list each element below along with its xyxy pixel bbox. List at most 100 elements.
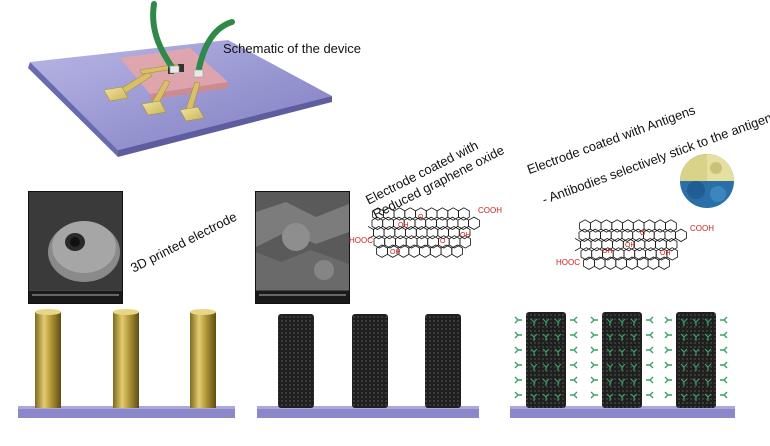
- antibody-marker: [542, 333, 550, 341]
- antibody-marker: [720, 316, 728, 324]
- antibody-marker: [630, 348, 638, 356]
- antigen-rgo-structure: [575, 212, 715, 292]
- inlet-tube: [150, 1, 177, 73]
- sem-image-rgo: [255, 191, 350, 304]
- antibody-marker: [530, 378, 538, 386]
- antibody-marker: [646, 331, 654, 339]
- antibody-marker: [606, 333, 614, 341]
- hex-ring: [382, 207, 395, 221]
- antigen-rgo-hex-lattice: [575, 219, 687, 270]
- antibody-marker: [606, 318, 614, 326]
- antibody-marker: [618, 378, 626, 386]
- antibody-marker: [590, 346, 598, 354]
- hex-ring: [612, 237, 624, 252]
- antibody-marker: [704, 318, 712, 326]
- stage-antigen-electrodes: [510, 306, 735, 422]
- antibody-marker: [570, 376, 578, 384]
- hex-ring: [447, 207, 459, 221]
- rgo-electrodes-drawing: [257, 314, 479, 418]
- antibody-marker: [692, 348, 700, 356]
- hex-ring: [436, 207, 449, 221]
- antibody-marker: [664, 346, 672, 354]
- antibody-marker: [554, 333, 562, 341]
- antibody-marker: [606, 393, 614, 401]
- antibody-marker: [680, 318, 688, 326]
- hex-ring: [393, 207, 406, 221]
- ab-post-2: [602, 312, 642, 408]
- antigen-oh-1: OH: [602, 248, 613, 255]
- antibody-marker: [542, 318, 550, 326]
- antibody-marker: [530, 348, 538, 356]
- antibody-marker: [630, 393, 638, 401]
- antibody-marker: [570, 316, 578, 324]
- antibody-marker: [704, 393, 712, 401]
- antibody-marker: [704, 378, 712, 386]
- antibody-marker: [570, 346, 578, 354]
- antibody-marker: [570, 361, 578, 369]
- rgo-oh-2: OH: [390, 249, 401, 256]
- hex-ring: [459, 235, 471, 249]
- hex-ring: [665, 219, 677, 233]
- contact-pad-2: [141, 100, 167, 116]
- hex-ring: [643, 219, 656, 233]
- antibody-marker: [542, 393, 550, 401]
- contact-pad-3: [179, 106, 205, 122]
- hex-ring: [458, 225, 471, 240]
- ab-post-3: [676, 312, 716, 408]
- hex-ring: [658, 256, 670, 270]
- antibody-marker: [680, 393, 688, 401]
- hex-ring: [468, 216, 480, 230]
- hex-ring: [425, 207, 438, 221]
- antibody-marker: [704, 363, 712, 371]
- antibody-marker: [590, 361, 598, 369]
- antibody-marker: [542, 378, 550, 386]
- substrate-2: [257, 408, 479, 418]
- antibody-marker: [704, 333, 712, 341]
- rgo-hooc: HOOC: [349, 236, 373, 245]
- substrate-3: [510, 408, 735, 418]
- ab-post-1: [526, 312, 566, 408]
- black-post-2: [352, 314, 388, 408]
- antibody-marker: [606, 348, 614, 356]
- antibody-marker: [618, 333, 626, 341]
- antibody-marker: [530, 363, 538, 371]
- antibody-marker: [720, 391, 728, 399]
- antibody-marker: [630, 318, 638, 326]
- hex-ring: [600, 219, 613, 233]
- rgo-oh-1: OH: [398, 222, 409, 229]
- antibody-marker: [514, 361, 522, 369]
- antibody-marker: [606, 363, 614, 371]
- antibody-marker: [692, 318, 700, 326]
- antibody-marker: [720, 376, 728, 384]
- antigen-protein-model: [676, 150, 738, 212]
- antigen-hooc: HOOC: [556, 258, 580, 267]
- hex-ring: [372, 207, 384, 221]
- antibody-marker: [618, 393, 626, 401]
- label-3d-printed-electrode: 3D printed electrode: [128, 208, 240, 276]
- antibody-marker: [692, 393, 700, 401]
- substrate-1: [18, 408, 235, 418]
- antibody-marker: [630, 378, 638, 386]
- rgo-structure: [368, 200, 508, 280]
- label-schematic: Schematic of the device: [223, 41, 362, 56]
- device-schematic-drawing: [28, 1, 332, 157]
- hex-ring: [579, 219, 591, 233]
- antibody-marker: [680, 378, 688, 386]
- hex-ring: [575, 237, 581, 252]
- device-schematic: [0, 0, 340, 170]
- gold-post-1: [35, 312, 61, 408]
- antibody-marker: [664, 376, 672, 384]
- gold-post-3: [190, 312, 216, 408]
- hex-ring: [383, 225, 396, 240]
- antibody-marker: [554, 318, 562, 326]
- antibody-marker: [570, 391, 578, 399]
- rgo-oh-3: OH: [460, 232, 471, 239]
- rgo-o-1: O: [418, 214, 424, 221]
- antibody-marker: [530, 393, 538, 401]
- contact-pad-1: [103, 86, 129, 102]
- antibody-marker: [514, 316, 522, 324]
- antibody-marker: [720, 331, 728, 339]
- gold-electrodes-drawing: [18, 309, 235, 418]
- sem-image-printed-electrode: [28, 191, 123, 304]
- antibody-marker: [590, 391, 598, 399]
